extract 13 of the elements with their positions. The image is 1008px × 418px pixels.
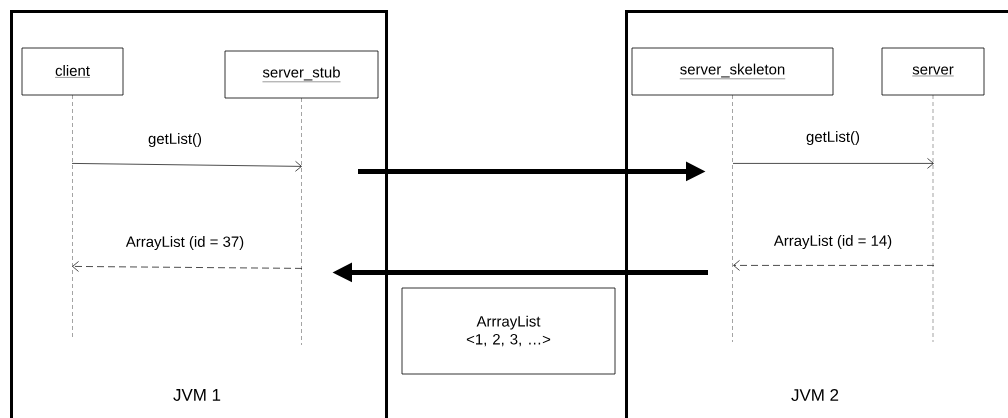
return-message-arrow [72, 261, 303, 272]
object-box: server_skeleton [631, 47, 834, 96]
object-box: client [21, 47, 124, 96]
message-arrow [732, 158, 934, 169]
edge-label: getList() [147, 132, 203, 148]
object-box: server_stub [224, 50, 379, 99]
note-box: ArrrayList <1, 2, 3, …> [401, 287, 616, 375]
edge-label: ArrayList (id = 37) [124, 235, 246, 251]
edge-label: ArrayList (id = 14) [772, 234, 894, 250]
return-message-arrow [733, 260, 935, 271]
object-box: server [881, 47, 985, 96]
message-arrow [71, 160, 302, 172]
edge-label: getList() [805, 130, 861, 146]
